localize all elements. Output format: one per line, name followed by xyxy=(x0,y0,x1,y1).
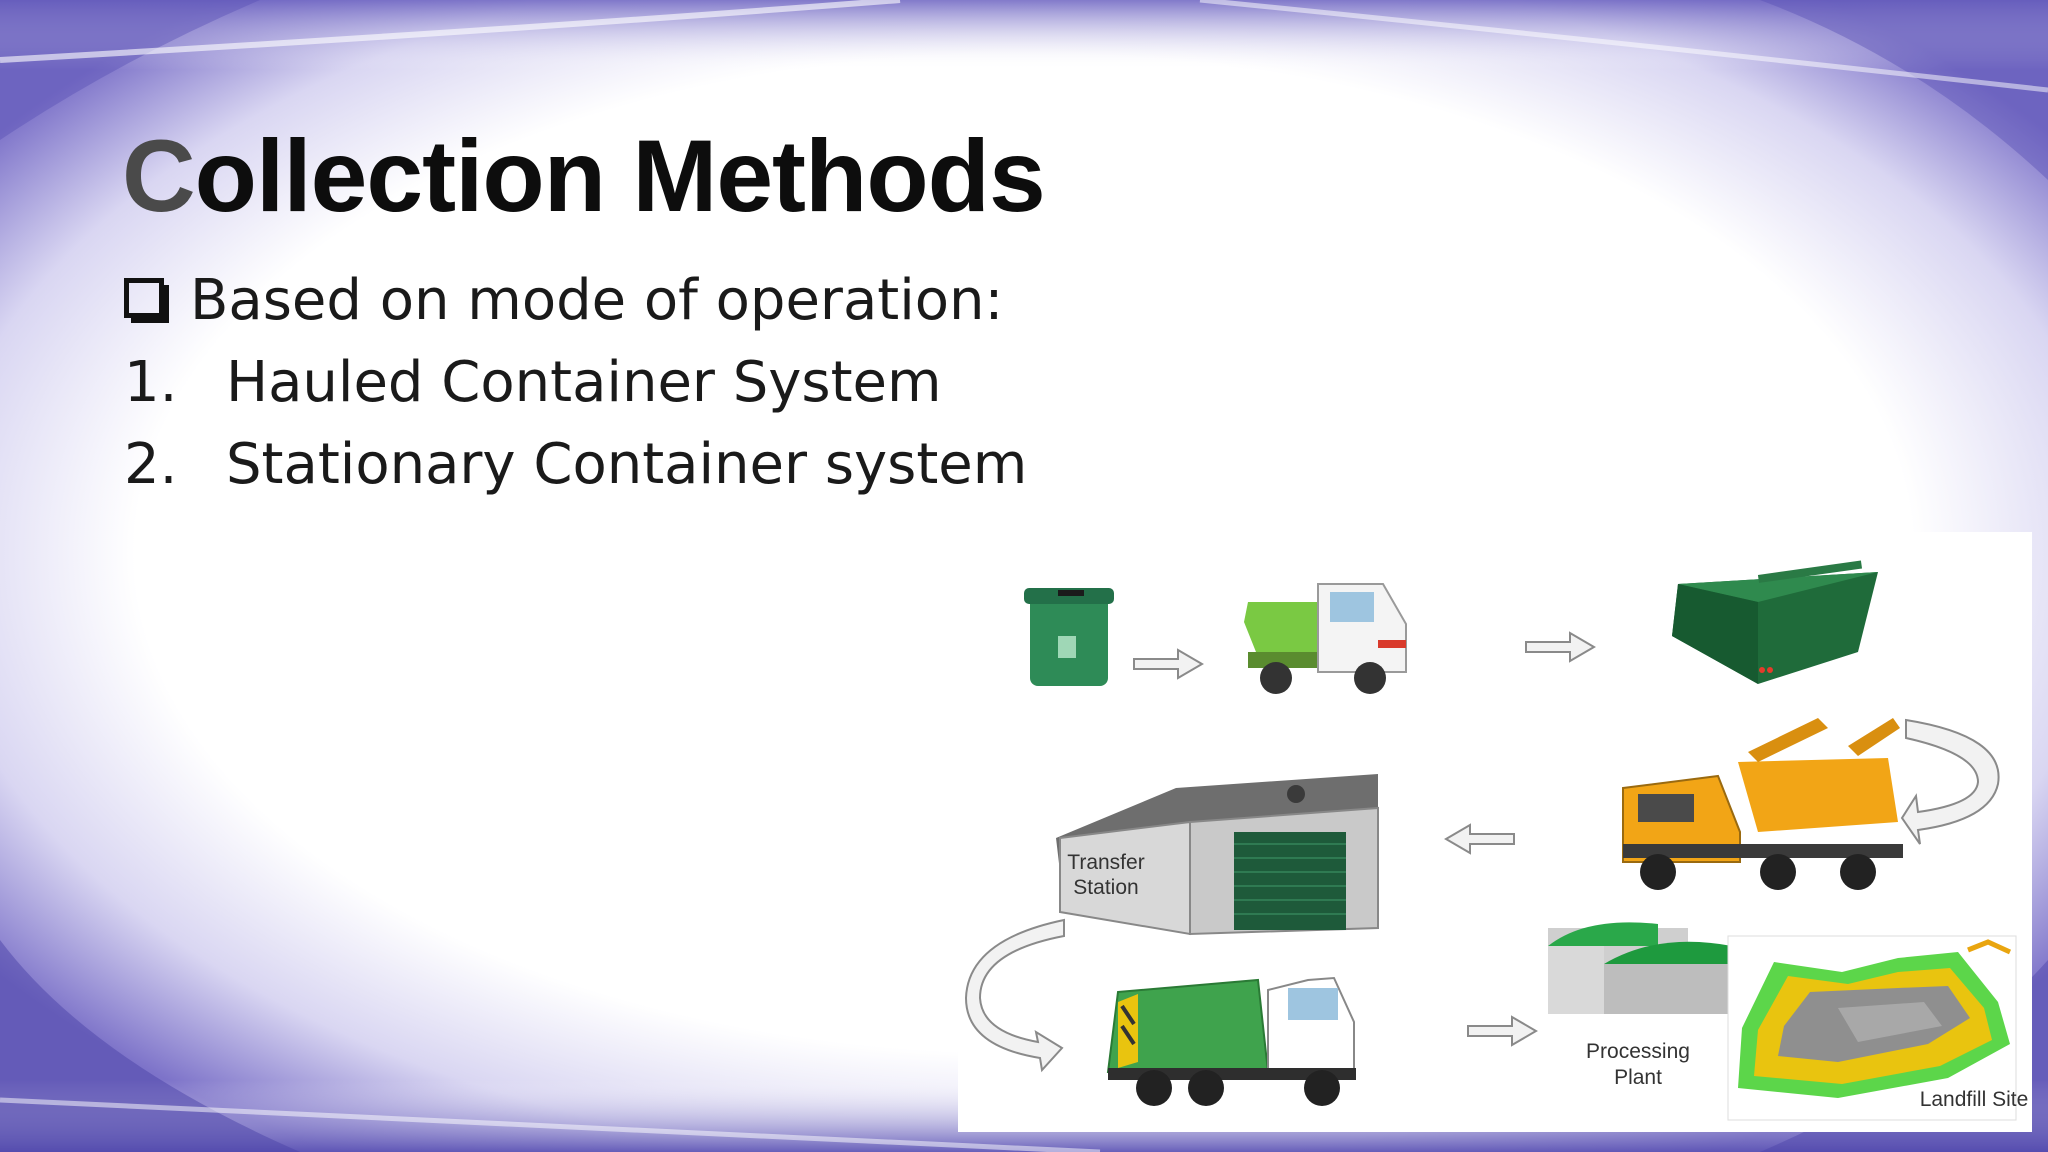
processing-plant-label-line2: Plant xyxy=(1614,1066,1662,1089)
title-first-letter: C xyxy=(122,119,196,233)
transfer-station-label-line2: Station xyxy=(1073,876,1138,899)
processing-plant-icon: Processing Plant xyxy=(1548,922,1732,1089)
skip-container-icon xyxy=(1672,560,1878,684)
landfill-site-icon: Landfill Site xyxy=(1727,935,2029,1121)
list-item: 2. Stationary Container system xyxy=(124,432,1027,497)
landfill-site-label: Landfill Site xyxy=(1920,1088,2029,1111)
arrow-left-icon xyxy=(1444,823,1515,855)
list-item-text: Stationary Container system xyxy=(226,432,1028,497)
waste-bin-icon xyxy=(1024,588,1114,686)
list-item-number: 2. xyxy=(124,432,178,497)
bullet-text: Based on mode of operation: xyxy=(190,268,1004,333)
list-item-text: Hauled Container System xyxy=(226,350,942,415)
bullet-heading: Based on mode of operation: xyxy=(124,268,1003,333)
title-rest: ollection Methods xyxy=(194,119,1046,233)
list-item: 1. Hauled Container System xyxy=(124,350,942,415)
curved-arrow-icon xyxy=(964,918,1065,1073)
compactor-truck-icon xyxy=(1106,976,1356,1106)
collection-flow-diagram: Transfer Station Processing Plant L xyxy=(958,532,2032,1132)
transfer-station-icon: Transfer Station xyxy=(1056,774,1379,936)
slide-title: Collection Methods xyxy=(122,118,1046,235)
arrow-right-icon xyxy=(1133,648,1204,680)
mini-truck-icon xyxy=(1244,583,1407,694)
processing-plant-label-line1: Processing xyxy=(1586,1040,1690,1063)
skip-loader-truck-icon xyxy=(1622,718,1903,890)
transfer-station-label-line1: Transfer xyxy=(1067,851,1144,874)
arrow-right-icon xyxy=(1467,1015,1538,1047)
checkbox-bullet-icon xyxy=(124,277,164,318)
list-item-number: 1. xyxy=(124,350,178,415)
arrow-right-icon xyxy=(1525,631,1596,663)
curved-arrow-icon xyxy=(1900,718,2000,845)
